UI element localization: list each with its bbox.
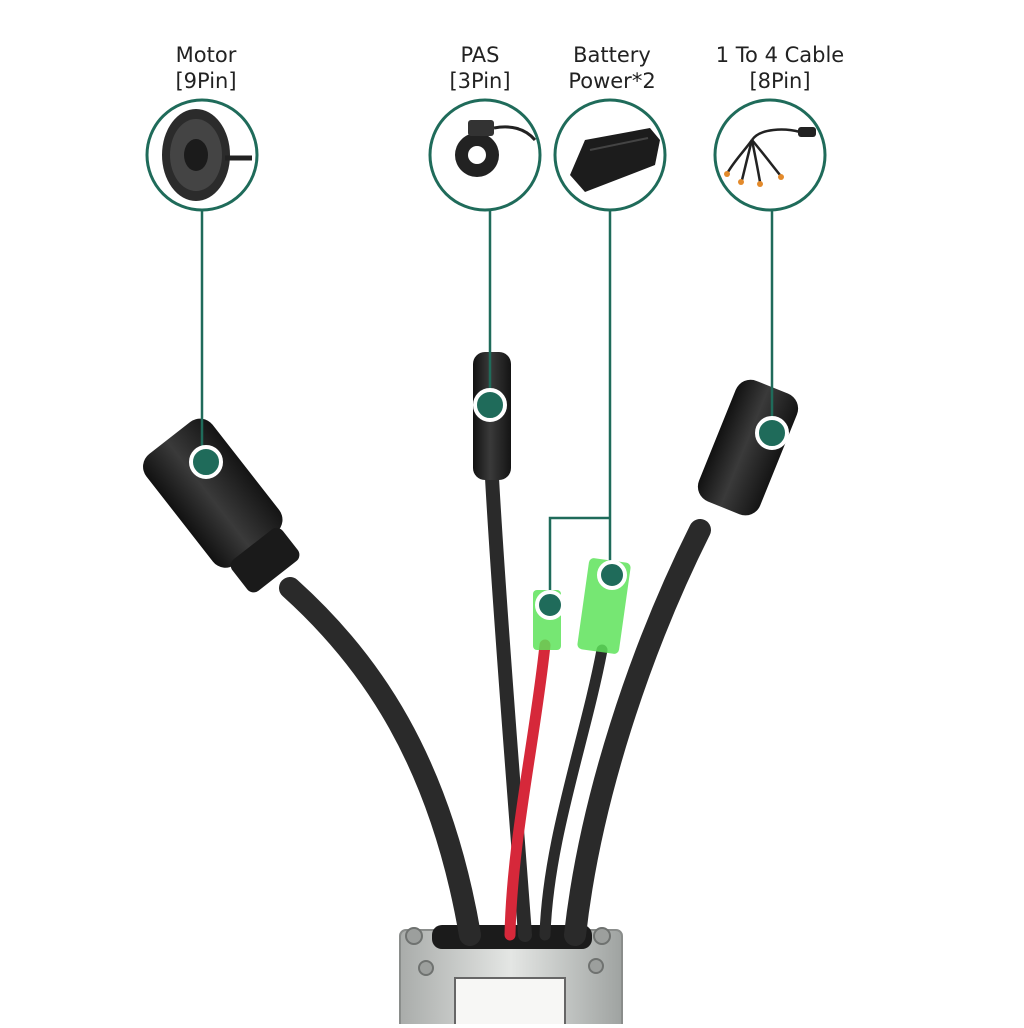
- hub-motor-icon: [162, 109, 252, 201]
- controller-sticker: [454, 977, 566, 1028]
- black-power-wire: [539, 644, 608, 941]
- pas-point: [473, 388, 507, 422]
- screw-icon: [405, 927, 423, 945]
- display-plug: [697, 379, 799, 516]
- display-cable: [564, 519, 711, 946]
- battery-title: Battery: [573, 43, 651, 67]
- cables: [279, 471, 711, 946]
- motor-label: Motor [9Pin]: [175, 42, 236, 94]
- motor-plug: [143, 418, 300, 593]
- red-power-wire: [504, 639, 551, 941]
- battery-subtitle: Power*2: [568, 69, 656, 93]
- cable-title: 1 To 4 Cable: [715, 43, 845, 67]
- motor-cable: [279, 577, 481, 946]
- screw-icon: [588, 958, 604, 974]
- motor-subtitle: [9Pin]: [175, 69, 237, 93]
- pas-sensor-icon: [455, 120, 537, 177]
- connection-points: [189, 388, 789, 620]
- cable-label: 1 To 4 Cable [8Pin]: [716, 42, 844, 94]
- motor-title: Motor: [175, 43, 237, 67]
- motor-icon-circle: [145, 98, 259, 212]
- cable-point: [755, 416, 789, 450]
- battery-pack-icon: [570, 128, 660, 192]
- battery-point-2: [597, 560, 627, 590]
- pas-label: PAS [3Pin]: [449, 42, 510, 94]
- screw-icon: [418, 960, 434, 976]
- pas-cable: [485, 471, 532, 942]
- leader-lines: [200, 210, 774, 605]
- controller-housing: [399, 925, 623, 1028]
- cable-icon-circle: [713, 98, 827, 212]
- battery-label: Battery Power*2: [568, 42, 655, 94]
- battery-icon-circle: [553, 98, 667, 212]
- screw-icon: [593, 927, 611, 945]
- pas-icon-circle: [428, 98, 542, 212]
- battery-point-1: [535, 590, 565, 620]
- pas-subtitle: [3Pin]: [449, 69, 511, 93]
- motor-point: [189, 445, 223, 479]
- pas-title: PAS: [460, 43, 500, 67]
- cable-subtitle: [8Pin]: [749, 69, 811, 93]
- split-cable-icon: [724, 127, 816, 187]
